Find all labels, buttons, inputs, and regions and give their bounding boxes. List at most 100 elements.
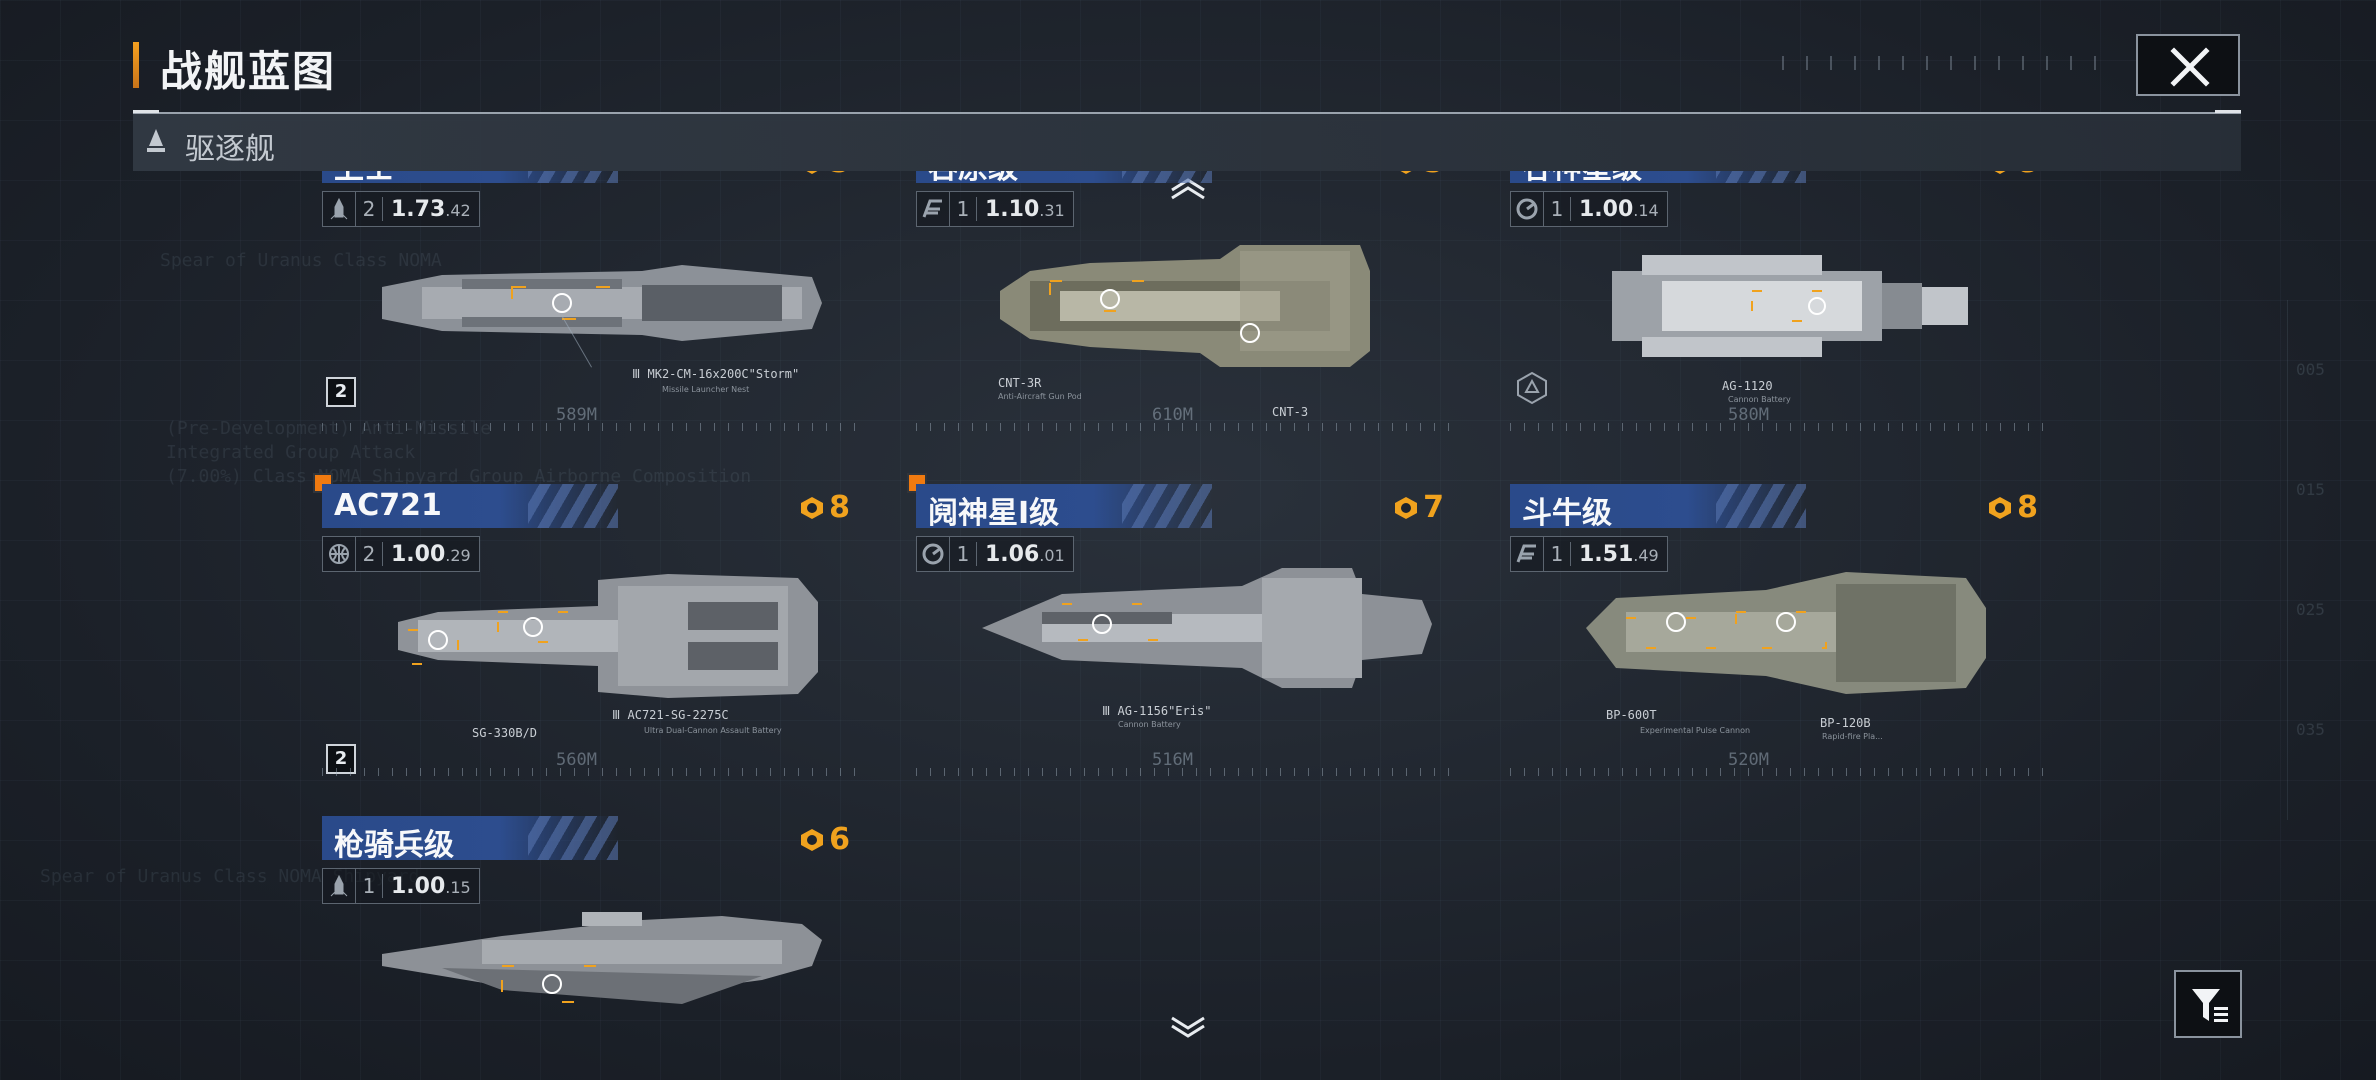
ship-blueprint-image bbox=[1586, 572, 1986, 694]
ship-length: 610M bbox=[1152, 405, 1193, 425]
stat-level: 2 bbox=[356, 197, 383, 221]
cost: 6 bbox=[799, 822, 850, 857]
card-header: 枪骑兵级 bbox=[322, 816, 618, 863]
header-decoration bbox=[1782, 56, 2112, 70]
stat-level: 1 bbox=[950, 197, 977, 221]
scale-label: 015 bbox=[2296, 480, 2325, 499]
speed-icon bbox=[917, 192, 950, 226]
stat-level: 1 bbox=[1544, 542, 1571, 566]
filter-button[interactable] bbox=[2174, 970, 2242, 1038]
stat-value: 1.00.14 bbox=[1571, 197, 1667, 222]
stat-value: 1.00.29 bbox=[383, 542, 479, 567]
scale-label: 035 bbox=[2296, 720, 2325, 739]
ship-card-xishenxing[interactable]: 阋神星I级 7 1 1.06.01 Ⅲ AG-1156"Eris" Cannon… bbox=[916, 484, 1462, 784]
stat-level: 1 bbox=[356, 874, 383, 898]
ship-card-tunyuan[interactable]: 吞原级 5 1 1.10.31 CNT-3R Anti-Aircraft Gun… bbox=[916, 171, 1462, 439]
stat-sub: .31 bbox=[1039, 200, 1065, 220]
stat-value: 1.10.31 bbox=[977, 197, 1073, 222]
weapon-desc: Experimental Pulse Cannon bbox=[1640, 726, 1751, 735]
ship-length: 589M bbox=[556, 405, 597, 425]
globe-icon bbox=[323, 537, 356, 571]
stat-main: 1.00 bbox=[391, 873, 446, 899]
weapon-desc: Ultra Dual-Cannon Assault Battery bbox=[644, 726, 782, 735]
stat-box: 1 1.06.01 bbox=[916, 536, 1074, 572]
weapon-label: BP-120B bbox=[1820, 716, 1871, 730]
cost-value: 5 bbox=[1423, 171, 1444, 180]
row-3-clip: 枪骑兵级 6 1 1.00.15 bbox=[0, 816, 2376, 1064]
close-button[interactable] bbox=[2136, 34, 2240, 96]
weapon-label: Ⅲ AC721-SG-2275C bbox=[612, 708, 729, 722]
ship-card-weishi[interactable]: 卫士 5 2 1.73.42 Ⅲ MK2-CM-16x200C"Storm" M… bbox=[322, 171, 868, 439]
stat-main: 1.51 bbox=[1579, 541, 1634, 567]
stat-level: 1 bbox=[1544, 197, 1571, 221]
command-cost-icon bbox=[1395, 496, 1418, 519]
ship-length: 560M bbox=[556, 750, 597, 770]
bg-watermark-4: Integrated Group Attack bbox=[166, 442, 416, 463]
card-header: AC721 bbox=[322, 484, 618, 528]
cost: 8 bbox=[1987, 171, 2038, 180]
ship-length: 580M bbox=[1728, 405, 1769, 425]
weapon-label: BP-600T bbox=[1606, 708, 1657, 722]
ship-card-ac721[interactable]: AC721 8 2 1.00.29 Ⅲ AC721-SG-2275C Ultra… bbox=[322, 484, 868, 784]
ship-card-gushenxing[interactable]: 谷神星级 8 1 1.00.14 AG-1120 Cannon Battery … bbox=[1510, 171, 2056, 439]
ship-card-qiangqibing[interactable]: 枪骑兵级 6 1 1.00.15 bbox=[322, 816, 868, 1064]
cost: 7 bbox=[1393, 490, 1444, 525]
ship-blueprint-image bbox=[1612, 255, 1968, 357]
cost-value: 8 bbox=[829, 490, 850, 525]
bg-watermark-5: (7.00%) Class NOMA Shipyard Group Airbor… bbox=[166, 466, 752, 487]
ship-name: 枪骑兵级 bbox=[334, 828, 454, 863]
cost-value: 5 bbox=[829, 171, 850, 180]
ship-name: AC721 bbox=[334, 488, 442, 523]
star-rank-badge: 2 bbox=[326, 744, 356, 774]
command-cost-icon bbox=[1995, 171, 2005, 174]
ship-card-douniu[interactable]: 斗牛级 8 1 1.51.49 BP-600T Experimental Pul… bbox=[1510, 484, 2056, 784]
stat-main: 1.06 bbox=[985, 541, 1040, 567]
cost: 8 bbox=[1987, 490, 2038, 525]
filter-icon bbox=[2192, 989, 2228, 1022]
close-icon bbox=[2170, 47, 2210, 87]
scale-ruler bbox=[322, 768, 868, 776]
bg-watermark-1: Spear of Uranus Class NOMA bbox=[160, 250, 442, 271]
stat-box: 1 1.51.49 bbox=[1510, 536, 1668, 572]
stat-main: 1.00 bbox=[1579, 196, 1634, 222]
ship-blueprint-image bbox=[398, 574, 818, 698]
missile-icon bbox=[323, 192, 356, 226]
scale-ruler bbox=[916, 768, 1462, 776]
cost: 8 bbox=[799, 490, 850, 525]
scale-label: 025 bbox=[2296, 600, 2325, 619]
radar-icon bbox=[1511, 192, 1544, 226]
stat-main: 1.10 bbox=[985, 196, 1040, 222]
category-filter-bar[interactable]: 驱逐舰 bbox=[133, 114, 2241, 171]
stat-value: 1.06.01 bbox=[977, 542, 1073, 567]
cost-value: 8 bbox=[2017, 490, 2038, 525]
row-1-clip: 卫士 5 2 1.73.42 Ⅲ MK2-CM-16x200C"Storm" M… bbox=[0, 171, 2376, 471]
scale-ruler bbox=[322, 423, 868, 431]
missile-icon bbox=[323, 869, 356, 903]
ship-blueprint-image bbox=[982, 568, 1432, 688]
weapon-desc: Rapid-fire Pla... bbox=[1822, 732, 1883, 741]
weapon-label: SG-330B/D bbox=[472, 726, 538, 740]
scale-ruler bbox=[916, 423, 1462, 431]
weapon-label: CNT-3 bbox=[1272, 405, 1309, 419]
scroll-down-arrow[interactable] bbox=[1168, 1016, 1208, 1040]
scale-ruler bbox=[1510, 768, 2056, 776]
weapon-desc: Anti-Aircraft Gun Pod bbox=[998, 392, 1082, 401]
ship-name: 卫士 bbox=[334, 171, 394, 187]
weapon-desc: Missile Launcher Nest bbox=[662, 385, 750, 394]
weapon-label: Ⅲ MK2-CM-16x200C"Storm" bbox=[632, 367, 800, 381]
cost-value: 7 bbox=[1423, 490, 1444, 525]
stat-box: 2 1.73.42 bbox=[322, 191, 480, 227]
command-cost-icon bbox=[801, 496, 824, 519]
weapon-desc: Cannon Battery bbox=[1118, 720, 1181, 729]
stat-level: 1 bbox=[950, 542, 977, 566]
stat-box: 1 1.00.15 bbox=[322, 868, 480, 904]
cost-value: 8 bbox=[2017, 171, 2038, 180]
stat-level: 2 bbox=[356, 542, 383, 566]
scale-ruler bbox=[1510, 423, 2056, 431]
ship-blueprint-image bbox=[382, 265, 822, 341]
stat-sub: .42 bbox=[445, 200, 471, 220]
command-cost-icon bbox=[1401, 171, 1411, 174]
command-cost-icon bbox=[1989, 496, 2012, 519]
speed-icon bbox=[1511, 537, 1544, 571]
header-divider bbox=[133, 110, 2241, 114]
